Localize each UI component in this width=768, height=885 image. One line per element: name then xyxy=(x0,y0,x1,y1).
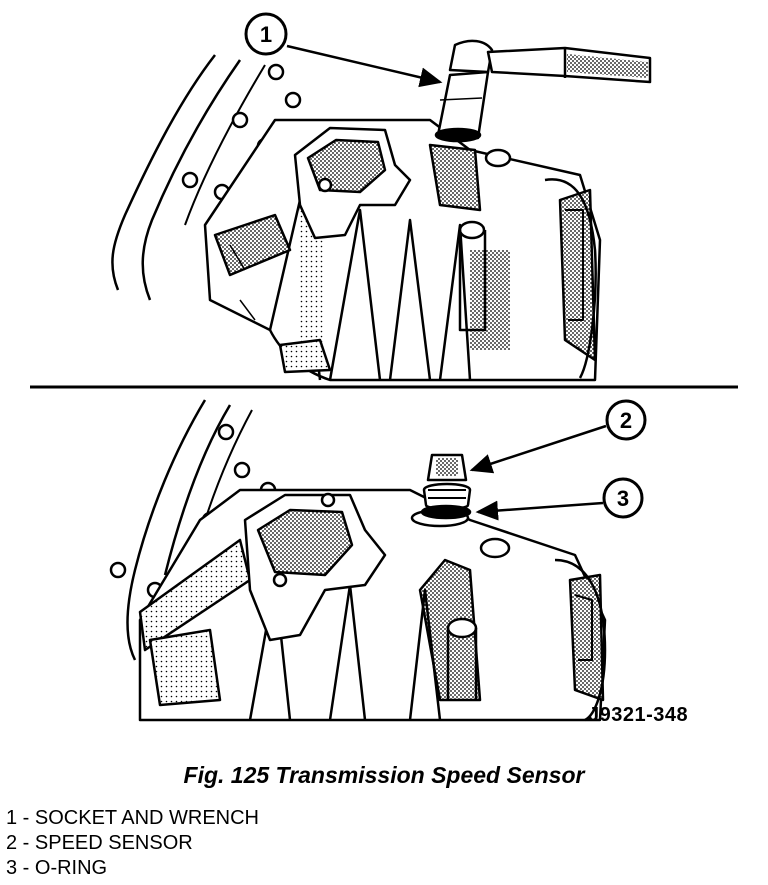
legend: 1 - SOCKET AND WRENCH 2 - SPEED SENSOR 3… xyxy=(6,806,259,881)
top-panel-drawing xyxy=(111,39,652,382)
callout-2-number: 2 xyxy=(620,408,632,433)
legend-item-speed-sensor: 2 - SPEED SENSOR xyxy=(6,832,193,854)
o-ring xyxy=(420,504,472,520)
callout-2 xyxy=(469,399,647,474)
bottom-panel-drawing xyxy=(109,399,607,722)
figure-code: J9321-348 xyxy=(588,704,689,726)
figure-caption: Fig. 125 Transmission Speed Sensor xyxy=(183,762,585,788)
callout-3-number: 3 xyxy=(617,486,629,511)
callout-1-number: 1 xyxy=(260,22,272,47)
callout-3 xyxy=(475,477,644,521)
callout-1 xyxy=(244,12,443,88)
legend-item-socket-wrench: 1 - SOCKET AND WRENCH xyxy=(6,807,259,829)
legend-item-o-ring: 3 - O-RING xyxy=(6,857,108,879)
